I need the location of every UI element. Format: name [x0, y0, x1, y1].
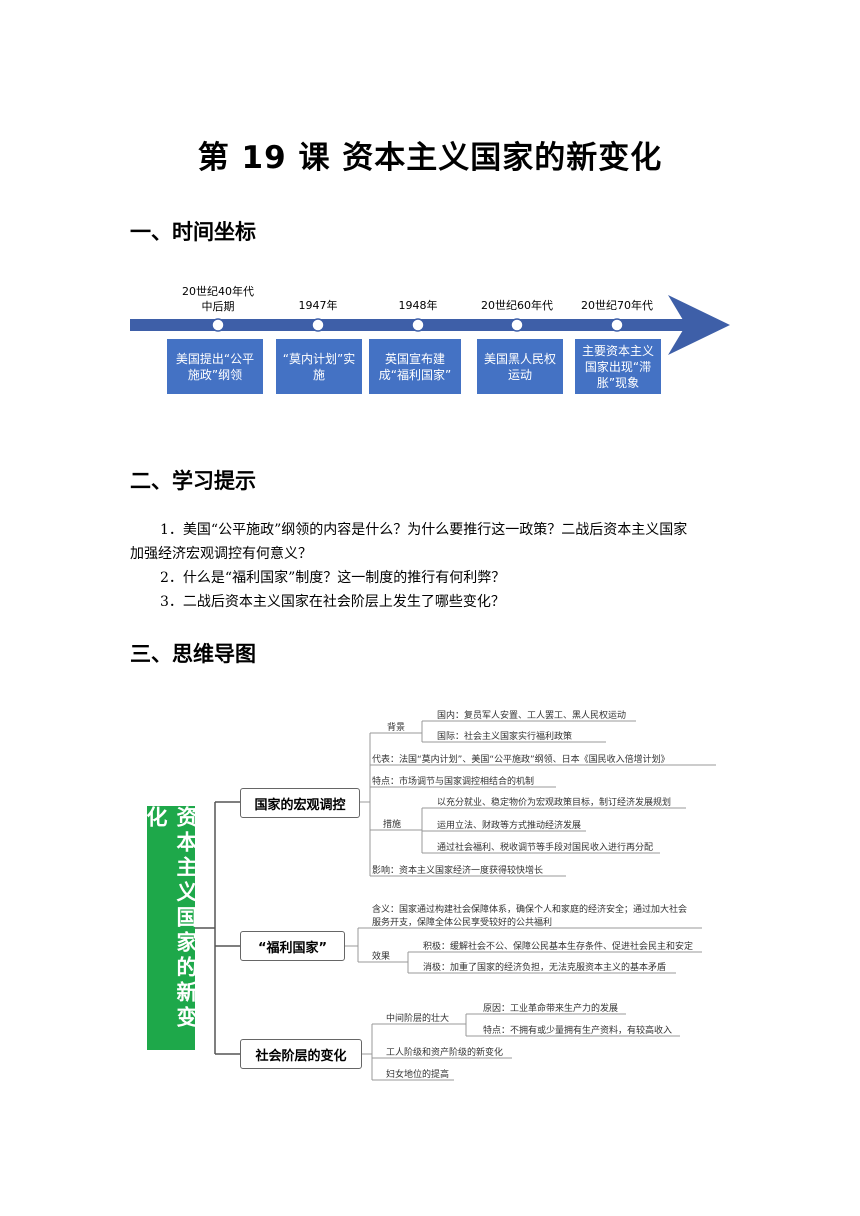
section-heading-tips: 二、学习提示: [130, 469, 256, 493]
tip-2: 2．什么是“福利国家”制度？这一制度的推行有何利弊？: [160, 570, 506, 586]
timeline-date-4: 20世纪60年代: [481, 299, 553, 312]
mm-neg: 消极：加重了国家的经济负担，无法克服资本主义的基本矛盾: [423, 963, 667, 973]
mm-women: 妇女地位的提高: [386, 1070, 450, 1080]
timeline-event-1: 美国提出“公平施政”纲领: [167, 339, 263, 394]
timeline-event-4: 美国黑人民权运动: [477, 339, 563, 394]
mm-mid: 中间阶层的壮大: [386, 1014, 450, 1024]
timeline: [130, 280, 735, 400]
mm-work: 工人阶级和资产阶级的新变化: [386, 1048, 504, 1058]
mm-trait: 特点：不拥有或少量拥有生产资料，有较高收入: [483, 1026, 673, 1036]
mm-m1: 以充分就业、稳定物价为宏观政策目标，制订经济发展规划: [437, 798, 672, 808]
tip-1-line-2: 加强经济宏观调控有何意义？: [130, 546, 312, 562]
timeline-date-2: 1947年: [298, 299, 338, 312]
section-heading-timeline: 一、时间坐标: [130, 220, 256, 244]
timeline-date-1: 20世纪40年代 中后期: [182, 285, 254, 313]
mm-infl: 影响：资本主义国家经济一度获得较快增长: [372, 866, 544, 876]
mm-def-line-2: 服务开支，保障全体公民享受较好的公共福利: [372, 918, 553, 928]
mm-feat: 特点：市场调节与国家调控相结合的机制: [372, 777, 535, 787]
mm-m3: 通过社会福利、税收调节等手段对国民收入进行再分配: [437, 843, 654, 853]
mm-def-line-1: 含义：国家通过构建社会保障体系，确保个人和家庭的经济安全；通过加大社会: [372, 905, 688, 915]
timeline-date-3: 1948年: [398, 299, 438, 312]
mm-bg2: 国际：社会主义国家实行福利政策: [437, 732, 573, 742]
tip-3: 3．二战后资本主义国家在社会阶层上发生了哪些变化？: [160, 594, 505, 610]
mindmap-branch-macro: 国家的宏观调控: [240, 788, 360, 818]
timeline-date-5: 20世纪70年代: [581, 299, 653, 312]
mm-bg: 背景: [387, 723, 406, 733]
mm-m2: 运用立法、财政等方式推动经济发展: [437, 821, 582, 831]
timeline-arrow: [130, 295, 730, 355]
timeline-event-3: 英国宣布建成“福利国家”: [369, 339, 461, 394]
timeline-event-2: “莫内计划”实施: [276, 339, 362, 394]
mm-cause: 原因：工业革命带来生产力的发展: [483, 1004, 619, 1014]
mm-eff: 效果: [372, 952, 391, 962]
mindmap-branch-welfare: “福利国家”: [240, 931, 345, 961]
tip-1-line-1: 1．美国“公平施政”纲领的内容是什么？为什么要推行这一政策？二战后资本主义国家: [160, 522, 688, 538]
timeline-event-5: 主要资本主义国家出现“滞胀”现象: [575, 339, 661, 394]
mindmap-branch-class: 社会阶层的变化: [240, 1039, 362, 1069]
mm-rep: 代表：法国“莫内计划”、美国“公平施政”纲领、日本《国民收入倍增计划》: [372, 755, 670, 765]
section-heading-mindmap: 三、思维导图: [130, 642, 256, 666]
mm-pos: 积极：缓解社会不公、保障公民基本生存条件、促进社会民主和安定: [423, 942, 694, 952]
mm-bg1: 国内：复员军人安置、工人罢工、黑人民权运动: [437, 711, 627, 721]
mindmap-root: 资本主义国家的新变化: [144, 806, 198, 1050]
page-title: 第 19 课 资本主义国家的新变化: [197, 140, 663, 176]
mm-meas: 措施: [383, 820, 402, 830]
mindmap-root-label: 资本主义国家的新变化: [144, 806, 198, 1031]
